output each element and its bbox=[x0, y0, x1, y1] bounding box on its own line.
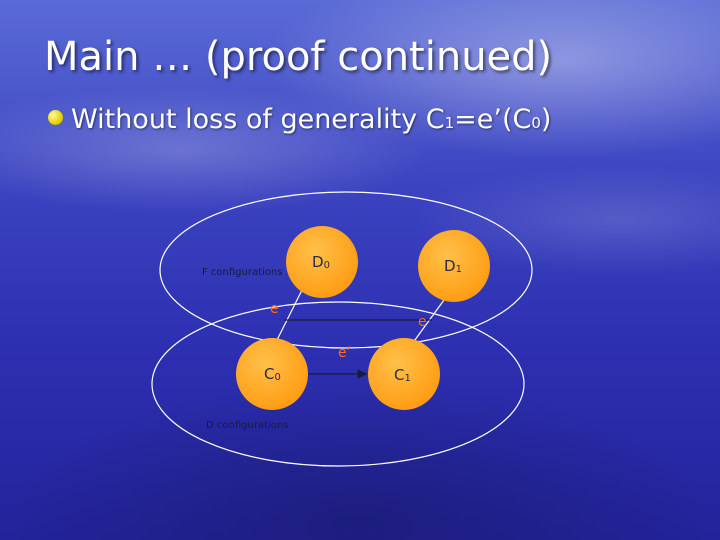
f-configurations-label: F configurations bbox=[202, 267, 282, 278]
edge-e-left-label: e bbox=[270, 301, 279, 317]
node-c0-label: C0 bbox=[264, 365, 281, 383]
node-d1 bbox=[418, 230, 490, 302]
bullet-text: Without loss of generality C bbox=[71, 104, 445, 135]
node-d1-label: D1 bbox=[444, 257, 462, 275]
node-d0 bbox=[286, 226, 358, 298]
bullet-subscript-0: 0 bbox=[531, 114, 541, 132]
bullet-equation-mid: =e’(C bbox=[454, 104, 532, 135]
node-c1-label: C1 bbox=[394, 366, 411, 384]
edge-e-prime-label: e’ bbox=[338, 345, 351, 361]
bullet-equation-end: ) bbox=[540, 104, 552, 135]
node-c0 bbox=[236, 338, 308, 410]
bullet-subscript-1: 1 bbox=[444, 114, 455, 132]
edge-e-right-label: e bbox=[418, 314, 427, 330]
d-configurations-label: D configurations bbox=[206, 420, 288, 431]
node-d0-label: D0 bbox=[312, 253, 330, 271]
node-c1 bbox=[368, 338, 440, 410]
bullet-dot-icon bbox=[48, 110, 63, 125]
f-configurations-ellipse bbox=[159, 191, 533, 349]
bullet-point: Without loss of generality C1=e’(C0) bbox=[48, 104, 551, 135]
edge-e-right bbox=[411, 299, 445, 345]
d-configurations-ellipse bbox=[151, 301, 525, 467]
slide-title: Main … (proof continued) bbox=[44, 34, 553, 80]
